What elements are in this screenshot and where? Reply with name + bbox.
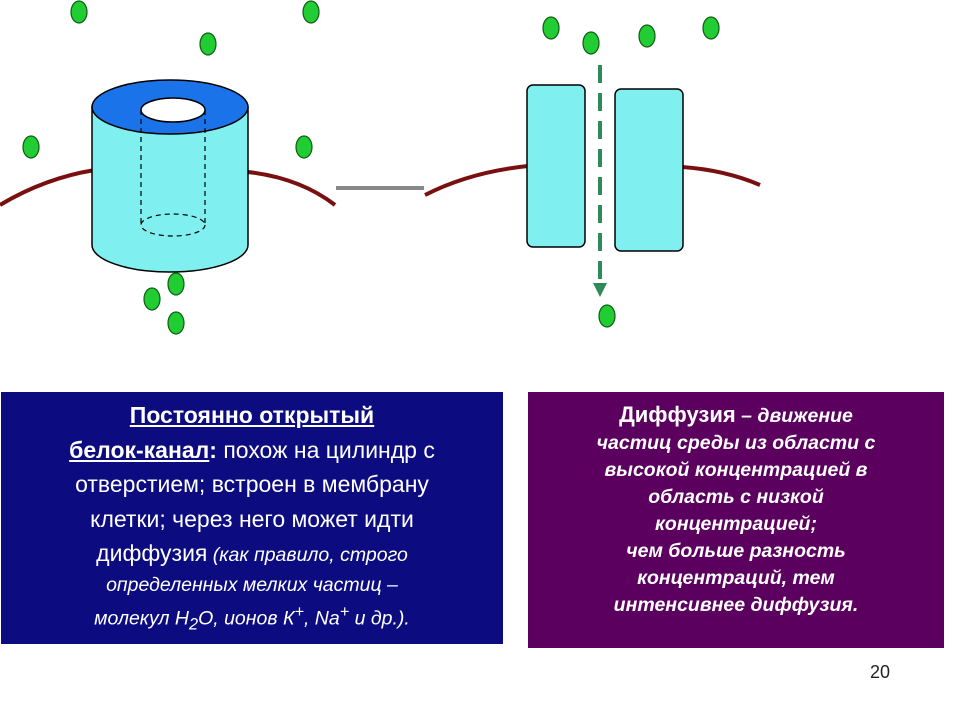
note3-part-b: О, ионов К <box>198 607 295 630</box>
channel-text2: отверстием; встроен в мембрану <box>75 471 429 497</box>
page-number: 20 <box>870 662 891 682</box>
diffusion-line1: – движение <box>735 405 853 427</box>
particle <box>295 135 313 159</box>
channel-note1: (как правило, строго <box>207 544 408 566</box>
particle <box>22 135 40 159</box>
particle <box>582 31 600 55</box>
note3-sup1: + <box>294 602 304 621</box>
channel-note3: молекул Н2О, ионов К+, Na+ и др.). <box>11 600 493 637</box>
particles <box>22 0 720 335</box>
particle <box>638 24 656 48</box>
note3-sub: 2 <box>189 615 199 634</box>
membrane-left-outer <box>0 168 96 207</box>
diffusion-line6: чем больше разность <box>626 539 846 562</box>
diffusion-arrow-head <box>593 283 607 297</box>
diffusion-line3: высокой концентрацией в <box>604 459 868 482</box>
note3-part-a: молекул Н <box>94 607 190 630</box>
particle <box>302 0 320 24</box>
channel-block-right <box>614 88 684 252</box>
protein-channel-cylinder <box>91 79 249 273</box>
membrane-left-inner <box>247 170 337 207</box>
membrane-right-left <box>424 164 529 197</box>
particle <box>199 32 217 56</box>
channel-block-left <box>526 84 586 248</box>
particle <box>598 304 616 328</box>
particle <box>70 0 88 24</box>
diffusion-term: Диффузия <box>619 402 736 427</box>
note3-part-c: , Na <box>303 607 340 630</box>
diffusion-line7: концентраций, тем <box>637 566 835 589</box>
particle <box>143 287 161 311</box>
channel-text3: клетки; через него может идти <box>90 505 414 532</box>
note3-sup2: + <box>339 602 350 621</box>
diagram-illustration <box>0 0 910 335</box>
particle <box>542 16 560 40</box>
diffusion-line5: концентрацией; <box>655 513 817 536</box>
channel-text1: похож на цилиндр с <box>216 436 435 463</box>
note3-part-d: и др.). <box>349 607 410 630</box>
diffusion-line4: область с низкой <box>648 486 824 509</box>
diffusion-line2: частиц среды из области с <box>596 432 876 455</box>
membrane-right-right <box>681 165 761 187</box>
channel-note2: определенных мелких частиц – <box>106 573 398 596</box>
particle <box>167 272 185 296</box>
particle <box>702 16 720 40</box>
title-colon: : <box>209 436 217 463</box>
channel-text4: диффузия <box>96 540 208 566</box>
channel-title-line2: белок-канал <box>69 436 210 463</box>
diffusion-definition-box: Диффузия – движение частиц среды из обла… <box>528 392 944 648</box>
particle <box>167 311 185 335</box>
diffusion-line8: интенсивнее диффузия. <box>613 593 859 616</box>
channel-description-box: Постоянно открытый белок-канал: похож на… <box>1 392 503 644</box>
channel-title-line1: Постоянно открытый <box>129 402 375 428</box>
